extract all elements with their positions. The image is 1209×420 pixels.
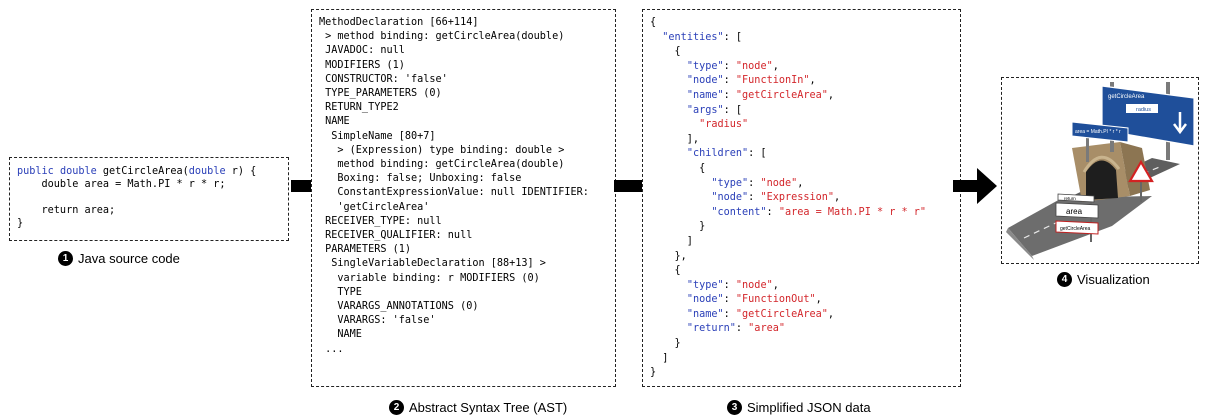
arrow-right-icon — [953, 168, 997, 204]
ast-line: ... — [319, 343, 344, 355]
json-value: "node" — [760, 177, 798, 189]
sign-blue-small — [1071, 121, 1129, 143]
java-line: return area; — [17, 204, 116, 216]
ast-line: RECEIVER_QUALIFIER: null — [319, 230, 473, 242]
ast-line: 'getCircleArea' — [319, 201, 430, 213]
ast-line: RETURN_TYPE2 — [319, 102, 399, 114]
ast-line: MODIFIERS (1) — [319, 59, 405, 71]
json-value: "node" — [735, 60, 773, 72]
step-number-badge: 1 — [58, 251, 73, 266]
sign-return-label: return — [1064, 196, 1076, 201]
ast-line: method binding: getCircleArea(double) — [319, 159, 565, 171]
json-key: "children" — [686, 148, 749, 160]
sign-area-label: area — [1066, 207, 1083, 216]
visualization-scene: getCircleArea radius area = Math.PI * r … — [1006, 82, 1195, 260]
sign-area — [1055, 202, 1099, 219]
ast-line: Boxing: false; Unboxing: false — [319, 173, 522, 185]
sign-getcirclearea-label: getCircleArea — [1060, 226, 1091, 232]
json-key: "args" — [686, 104, 724, 116]
sign-getcirclearea — [1055, 220, 1099, 235]
ast-line: MethodDeclaration [66+114] — [319, 17, 479, 28]
ast-line: JAVADOC: null — [319, 45, 405, 57]
java-source-panel: public double getCircleArea(double r) { … — [9, 157, 289, 241]
java-code: public double getCircleArea(double r) { … — [17, 166, 288, 231]
json-key: "node" — [686, 294, 724, 306]
sign-top-label: getCircleArea — [1108, 94, 1145, 100]
java-line: } — [17, 217, 24, 229]
caption-text: Simplified JSON data — [747, 400, 871, 415]
java-token: r) { — [225, 166, 257, 177]
ast-line: SingleVariableDeclaration [88+13] > — [319, 258, 546, 270]
json-panel: { "entities": [ { "type": "node", "node"… — [642, 9, 961, 387]
ast-line: TYPE — [319, 286, 362, 298]
java-token: getCircleArea( — [96, 166, 189, 177]
ast-line: PARAMETERS (1) — [319, 244, 412, 256]
warning-sign-icon — [1128, 159, 1154, 183]
json-key: "type" — [686, 60, 724, 72]
json-code: { "entities": [ { "type": "node", "node"… — [650, 17, 927, 379]
ast-panel: MethodDeclaration [66+114] > method bind… — [311, 9, 616, 387]
arrow-down-icon — [1173, 112, 1187, 135]
json-key: "content" — [711, 206, 767, 218]
ast-lines: MethodDeclaration [66+114] > method bind… — [319, 16, 615, 357]
ast-line: ConstantExpressionValue: null IDENTIFIER… — [319, 187, 589, 199]
caption-java-source: 1 Java source code — [58, 251, 180, 266]
step-number-badge: 4 — [1057, 272, 1072, 287]
json-value: "Expression" — [760, 192, 835, 204]
sign-return — [1057, 193, 1095, 203]
json-value: "FunctionOut" — [735, 294, 816, 306]
ast-line: RECEIVER_TYPE: null — [319, 215, 442, 227]
ast-line: > method binding: getCircleArea(double) — [319, 31, 565, 43]
json-key: "name" — [686, 89, 724, 101]
json-value: "radius" — [699, 119, 749, 131]
java-keyword: double — [59, 166, 97, 177]
json-key: "return" — [686, 323, 736, 335]
json-key: "node" — [686, 75, 724, 87]
step-number-badge: 2 — [389, 400, 404, 415]
json-key: "type" — [686, 279, 724, 291]
json-key: "node" — [711, 192, 749, 204]
caption-ast: 2 Abstract Syntax Tree (AST) — [389, 400, 567, 415]
java-line: double area = Math.PI * r * r; — [17, 178, 226, 190]
java-keyword: public — [17, 166, 54, 177]
json-key: "type" — [711, 177, 749, 189]
json-value: "node" — [735, 279, 773, 291]
caption-visualization: 4 Visualization — [1057, 272, 1150, 287]
ast-line: SimpleName [80+7] — [319, 130, 436, 142]
json-value: "getCircleArea" — [735, 308, 828, 320]
json-key: "entities" — [662, 31, 724, 43]
ast-line: NAME — [319, 329, 362, 341]
caption-json: 3 Simplified JSON data — [727, 400, 871, 415]
ast-line: variable binding: r MODIFIERS (0) — [319, 272, 540, 284]
java-keyword: double — [188, 166, 226, 177]
json-key: "name" — [686, 308, 724, 320]
caption-text: Java source code — [78, 251, 180, 266]
json-value: "getCircleArea" — [735, 89, 828, 101]
json-value: "area" — [748, 323, 785, 335]
sign-left-label: area = Math.PI * r * r — [1075, 129, 1121, 135]
ast-line: NAME — [319, 116, 350, 128]
ast-line: > (Expression) type binding: double > — [319, 144, 565, 156]
visualization-panel: getCircleArea radius area = Math.PI * r … — [1001, 77, 1199, 264]
json-value: "area = Math.PI * r * r" — [778, 206, 927, 218]
ast-line: VARARGS_ANNOTATIONS (0) — [319, 301, 479, 313]
ast-line: TYPE_PARAMETERS (0) — [319, 88, 442, 100]
ast-line: VARARGS: 'false' — [319, 315, 436, 327]
step-number-badge: 3 — [727, 400, 742, 415]
caption-text: Abstract Syntax Tree (AST) — [409, 400, 568, 415]
caption-text: Visualization — [1077, 272, 1150, 287]
json-value: "FunctionIn" — [735, 75, 810, 87]
sign-top-sublabel: radius — [1136, 107, 1151, 113]
tunnel-opening — [1086, 160, 1118, 200]
ast-line: CONSTRUCTOR: 'false' — [319, 73, 448, 85]
